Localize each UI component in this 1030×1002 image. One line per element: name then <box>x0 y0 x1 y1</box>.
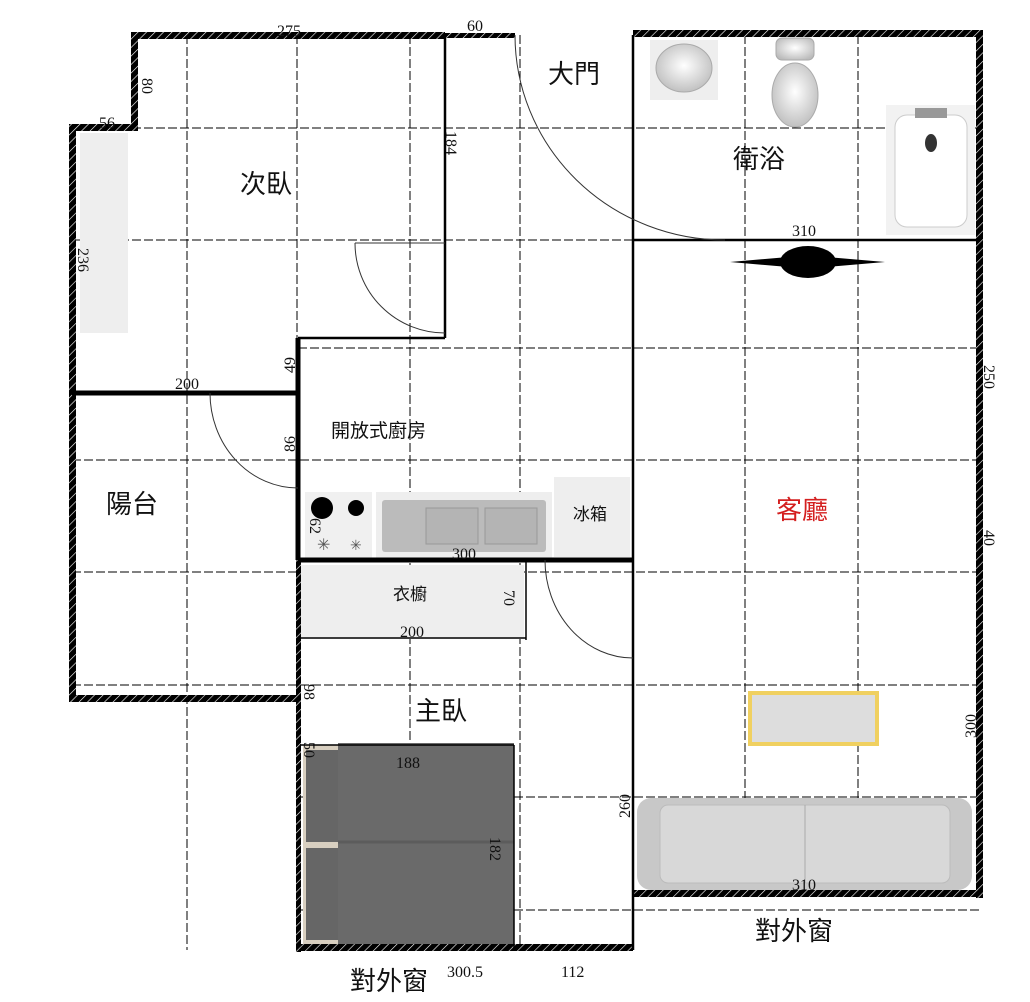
dim-80: 80 <box>138 78 155 94</box>
window-label-master: 對外窗 <box>350 967 428 997</box>
dim-40: 40 <box>980 530 997 546</box>
sofa <box>637 798 972 890</box>
fridge-label: 冰箱 <box>573 505 607 525</box>
bed <box>303 743 514 948</box>
dim-275: 275 <box>277 23 301 40</box>
dim-300-right: 300 <box>963 714 980 738</box>
dim-49: 49 <box>282 357 299 373</box>
kitchen-sink <box>376 492 552 558</box>
dim-182: 182 <box>486 837 503 861</box>
dim-260: 260 <box>617 794 634 818</box>
dim-184: 184 <box>442 131 459 155</box>
dim-310-bath: 310 <box>792 223 816 240</box>
dim-112: 112 <box>561 964 584 981</box>
dim-86: 86 <box>282 436 299 452</box>
dimension-labels: 275 60 80 56 184 236 200 49 86 310 250 6… <box>74 18 997 981</box>
dim-236: 236 <box>74 248 91 272</box>
room-label-second-bedroom: 次臥 <box>240 170 292 200</box>
room-label-kitchen: 開放式廚房 <box>331 419 426 442</box>
room-label-bathroom: 衛浴 <box>733 145 785 175</box>
dimension-lines <box>300 560 527 950</box>
dim-188: 188 <box>396 755 420 772</box>
dim-60: 60 <box>467 18 483 35</box>
bathroom-sink <box>650 40 718 100</box>
bathtub <box>886 105 975 235</box>
stove: ✳ ✳ <box>305 492 372 558</box>
ceiling-fan <box>730 246 885 278</box>
dim-70: 70 <box>500 590 517 606</box>
dim-300-counter: 300 <box>452 546 476 563</box>
coffee-table <box>748 691 879 746</box>
room-label-living-room: 客廳 <box>776 496 828 526</box>
window-label-living: 對外窗 <box>755 917 833 947</box>
dim-200-wardrobe: 200 <box>400 624 424 641</box>
wardrobe <box>300 565 524 639</box>
fridge <box>554 477 630 557</box>
dim-310-sofa: 310 <box>792 877 816 894</box>
door-swings <box>209 34 726 659</box>
svg-text:✳: ✳ <box>350 539 362 554</box>
room-label-main-door: 大門 <box>548 60 600 90</box>
dim-300-5: 300.5 <box>447 964 483 981</box>
dim-200-balcony: 200 <box>175 376 199 393</box>
dim-62: 62 <box>306 518 323 534</box>
wardrobe-label: 衣櫥 <box>393 585 427 605</box>
walls <box>69 30 983 952</box>
room-label-balcony: 陽台 <box>106 490 158 520</box>
dim-250: 250 <box>980 365 997 389</box>
dim-98: 98 <box>300 684 317 700</box>
toilet <box>771 37 819 128</box>
svg-text:✳: ✳ <box>317 537 330 554</box>
dim-50: 50 <box>300 742 317 758</box>
dim-56: 56 <box>99 115 115 132</box>
room-label-master-bedroom: 主臥 <box>415 697 467 727</box>
balcony-cabinet <box>80 133 128 333</box>
